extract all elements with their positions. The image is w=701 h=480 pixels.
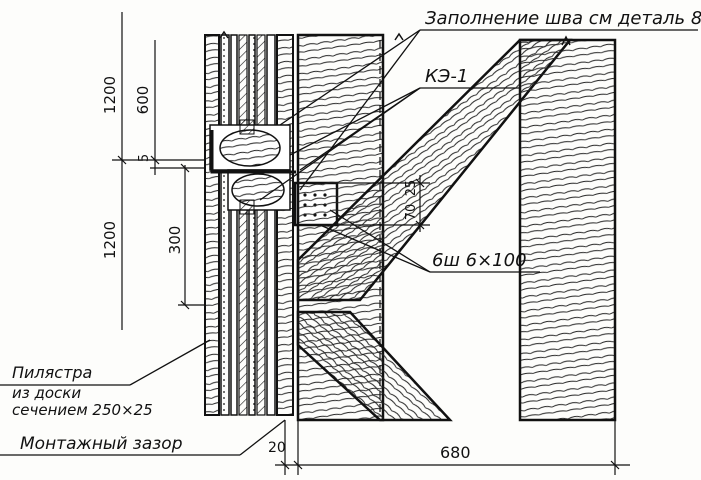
bolts-label: 6ш 6×100	[432, 250, 527, 271]
diagonal-brace-lower	[296, 310, 453, 422]
joint-fill-label: Заполнение шва см деталь 8	[425, 8, 701, 29]
dim-680: 680	[440, 443, 471, 462]
pilaster-label-3: сечением 250×25	[12, 401, 153, 419]
dim-600: 600	[134, 86, 152, 115]
right-post	[518, 38, 617, 422]
break-marks	[219, 30, 571, 46]
diagonal-brace-upper	[296, 38, 573, 302]
wall-panel	[204, 34, 294, 416]
mounting-gap-label: Монтажный зазор	[20, 434, 183, 454]
bottom-dimension	[275, 420, 630, 475]
joint-node	[209, 119, 296, 215]
leader-lines	[0, 29, 698, 456]
dim-70: 70	[404, 204, 419, 221]
dim-5: 5	[137, 154, 152, 162]
dim-25: 25	[404, 180, 419, 197]
left-dimensions	[112, 12, 205, 330]
dim-1200-bottom: 1200	[101, 221, 119, 259]
dim-20: 20	[268, 440, 286, 456]
dim-300: 300	[166, 226, 184, 255]
pilaster-label-2: из доски	[12, 384, 81, 402]
ke1-label: КЭ-1	[425, 66, 468, 87]
dim-1200-top: 1200	[101, 76, 119, 114]
pilaster-label-1: Пилястра	[12, 363, 92, 382]
